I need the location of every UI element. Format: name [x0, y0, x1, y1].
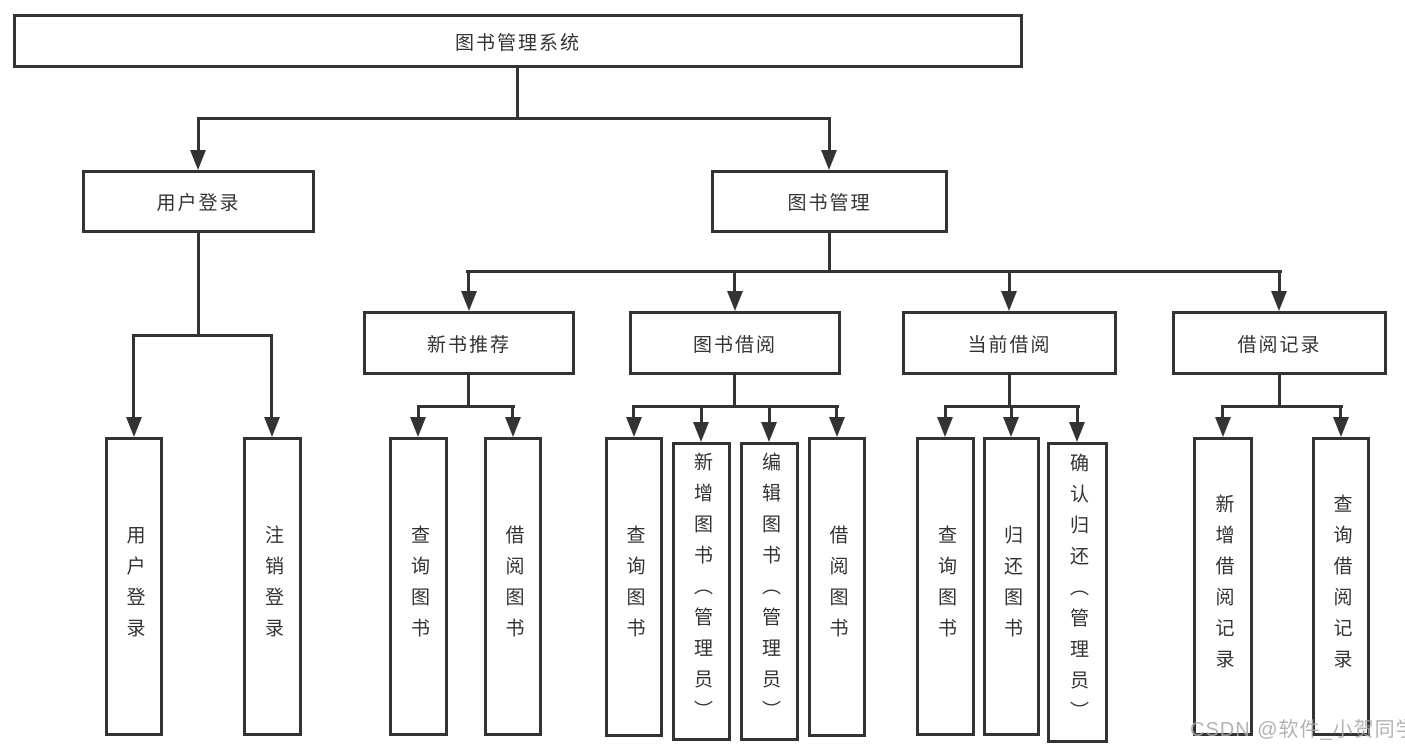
node-new-book-recommend: 新书推荐 [363, 311, 575, 375]
connector-line [1278, 375, 1281, 408]
arrowhead [1215, 417, 1231, 437]
connector-line [467, 375, 470, 408]
leaf-user-login: 用户登录 [105, 437, 163, 736]
connector-line [1008, 375, 1011, 408]
leaf-query-book-current-label: 查询图书 [935, 524, 956, 649]
arrowhead [126, 417, 142, 437]
arrowhead [1069, 422, 1085, 442]
connector-line [132, 334, 135, 418]
node-book-borrowing: 图书借阅 [629, 311, 841, 375]
leaf-query-borrow-record: 查询借阅记录 [1312, 437, 1370, 736]
leaf-return-book: 归还图书 [983, 437, 1040, 736]
arrowhead [626, 417, 642, 437]
arrowhead [1333, 417, 1349, 437]
node-user-login: 用户登录 [82, 170, 315, 233]
connector-line [944, 405, 947, 420]
connector-line [197, 233, 200, 336]
arrowhead [461, 291, 477, 311]
node-library-system-label: 图书管理系统 [454, 32, 581, 54]
arrowhead [727, 291, 743, 311]
connector-line [417, 405, 515, 408]
arrowhead [761, 422, 777, 442]
leaf-borrow-book-recommend: 借阅图书 [484, 437, 542, 736]
arrowhead [264, 417, 280, 437]
leaf-edit-book-admin: 编辑图书（管理员） [740, 442, 799, 741]
leaf-confirm-return-admin-label: 确认归还（管理员） [1067, 453, 1088, 732]
leaf-logout-login-label: 注销登录 [262, 524, 283, 649]
connector-line [1221, 405, 1343, 408]
arrowhead [937, 417, 953, 437]
connector-line [768, 405, 771, 423]
node-borrowing-records: 借阅记录 [1172, 311, 1387, 375]
leaf-query-book-recommend-label: 查询图书 [408, 524, 429, 649]
node-user-login-label: 用户登录 [156, 193, 241, 214]
leaf-query-book-current: 查询图书 [916, 437, 975, 736]
connector-line [511, 405, 514, 420]
leaf-borrow-book-recommend-label: 借阅图书 [502, 524, 524, 649]
arrowhead [1003, 417, 1019, 437]
connector-line [1010, 405, 1013, 420]
leaf-user-login-label: 用户登录 [123, 524, 145, 649]
connector-line [835, 405, 838, 420]
leaf-add-borrow-record: 新增借阅记录 [1193, 437, 1253, 736]
arrowhead [1271, 291, 1287, 311]
leaf-logout-login: 注销登录 [243, 437, 302, 736]
connector-line [700, 405, 703, 423]
connector-line [467, 270, 470, 293]
connector-line [828, 117, 831, 153]
leaf-add-borrow-record-label: 新增借阅记录 [1212, 493, 1234, 680]
connector-line [1339, 405, 1342, 420]
connector-line [828, 233, 831, 273]
leaf-query-book-borrowing: 查询图书 [605, 437, 663, 737]
arrowhead [821, 150, 837, 170]
leaf-return-book-label: 归还图书 [1001, 524, 1022, 649]
connector-line [733, 375, 736, 408]
node-current-borrowing-label: 当前借阅 [967, 334, 1052, 356]
leaf-confirm-return-admin: 确认归还（管理员） [1047, 442, 1108, 743]
leaf-query-book-recommend: 查询图书 [389, 437, 448, 736]
arrowhead [410, 417, 426, 437]
arrowhead [505, 417, 521, 437]
connector-line [1076, 405, 1079, 423]
node-book-borrowing-label: 图书借阅 [692, 334, 777, 356]
leaf-edit-book-admin-label: 编辑图书（管理员） [759, 452, 780, 731]
node-borrowing-records-label: 借阅记录 [1237, 334, 1322, 356]
arrowhead [693, 422, 709, 442]
node-book-management-label: 图书管理 [787, 193, 872, 214]
connector-line [466, 270, 1282, 273]
connector-line [197, 117, 200, 153]
node-library-system: 图书管理系统 [13, 14, 1023, 68]
connector-line [417, 405, 420, 420]
connector-line [1221, 405, 1224, 420]
connector-line [632, 405, 635, 420]
leaf-query-book-borrowing-label: 查询图书 [623, 525, 645, 649]
csdn-watermark: CSDN @软件_小贺同学 [1190, 719, 1405, 741]
node-book-management: 图书管理 [711, 170, 948, 233]
leaf-add-book-admin-label: 新增图书（管理员） [691, 452, 712, 731]
arrowhead [829, 417, 845, 437]
connector-line [132, 334, 273, 337]
arrowhead [1001, 291, 1017, 311]
connector-line [516, 68, 519, 120]
node-new-book-recommend-label: 新书推荐 [426, 334, 511, 356]
connector-line [1008, 270, 1011, 293]
connector-line [1278, 270, 1281, 293]
connector-line [270, 334, 273, 418]
leaf-query-borrow-record-label: 查询借阅记录 [1330, 493, 1352, 680]
leaf-add-book-admin: 新增图书（管理员） [672, 442, 731, 741]
node-current-borrowing: 当前借阅 [902, 311, 1117, 375]
arrowhead [190, 150, 206, 170]
connector-line [632, 405, 839, 408]
connector-line [733, 270, 736, 293]
connector-line [197, 117, 831, 120]
leaf-borrow-book-borrowing: 借阅图书 [808, 437, 866, 737]
leaf-borrow-book-borrowing-label: 借阅图书 [826, 525, 848, 649]
